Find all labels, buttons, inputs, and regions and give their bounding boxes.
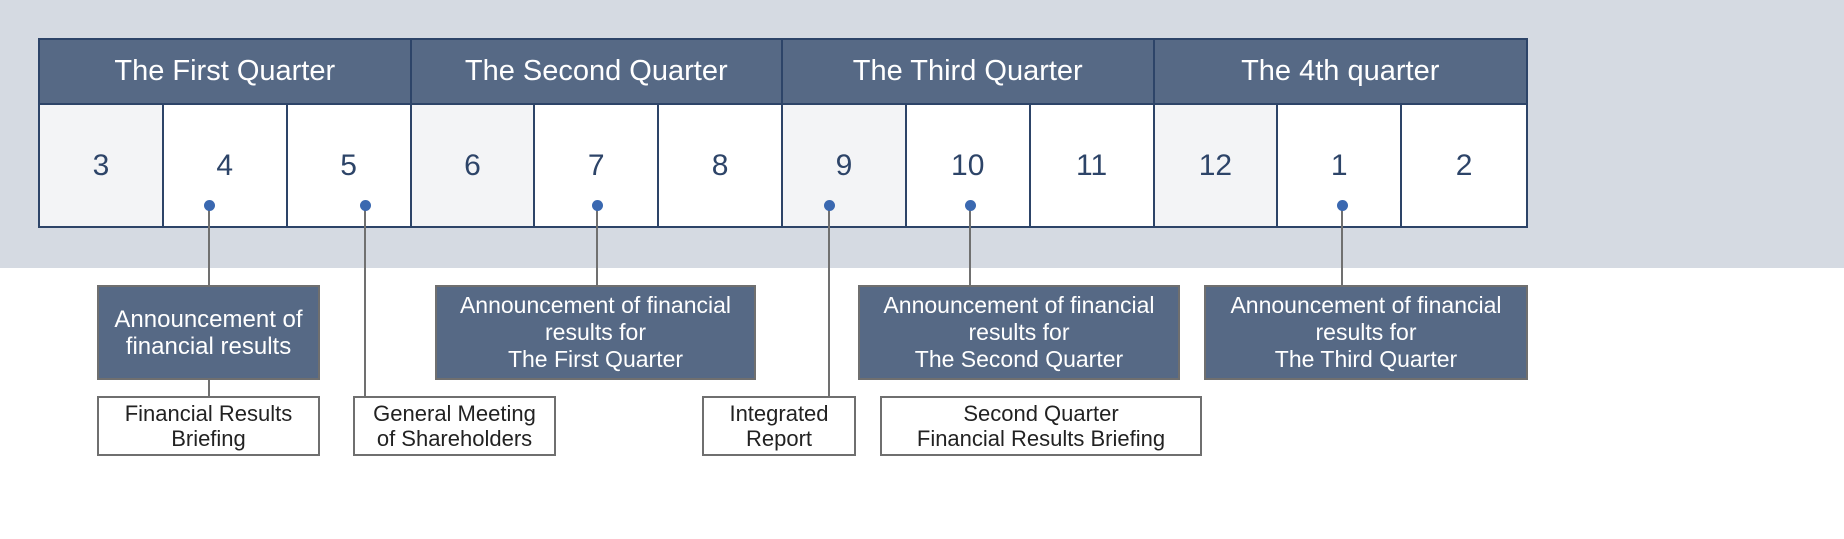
event-financial-results-briefing: Financial Results Briefing: [97, 396, 320, 456]
event-dot: [591, 200, 603, 211]
month-cell: 6: [411, 105, 536, 226]
event-dot: [964, 200, 976, 211]
month-cell: 5: [288, 105, 412, 226]
connector-line: [596, 205, 598, 285]
quarter-header-3: The Third Quarter: [783, 40, 1155, 105]
month-cell: 7: [535, 105, 660, 226]
quarter-header-1: The First Quarter: [40, 40, 412, 105]
event-general-meeting: General Meeting of Shareholders: [353, 396, 556, 456]
fiscal-calendar-table: The First Quarter The Second Quarter The…: [38, 38, 1528, 228]
month-cell: 1: [1278, 105, 1403, 226]
event-announcement-q3: Announcement of financial results for Th…: [1204, 285, 1528, 380]
event-dot: [359, 200, 371, 211]
connector-line: [969, 205, 971, 285]
event-announcement-financial-results: Announcement of financial results: [97, 285, 320, 380]
month-cell: 12: [1154, 105, 1279, 226]
month-cell: 8: [659, 105, 783, 226]
month-cell: 3: [40, 105, 164, 226]
event-announcement-q1: Announcement of financial results for Th…: [435, 285, 756, 380]
quarter-header-2: The Second Quarter: [411, 40, 783, 105]
event-dot: [1336, 200, 1348, 211]
month-cell: 9: [783, 105, 907, 226]
event-dot: [823, 200, 835, 211]
connector-line: [828, 205, 830, 396]
event-integrated-report: Integrated Report: [702, 396, 856, 456]
event-dot: [203, 200, 215, 211]
month-cell: 2: [1455, 148, 1473, 182]
month-cell: 4: [164, 105, 288, 226]
quarter-header-4: The 4th quarter: [1154, 40, 1526, 105]
connector-line: [364, 205, 366, 396]
event-q2-results-briefing: Second Quarter Financial Results Briefin…: [880, 396, 1202, 456]
event-announcement-q2: Announcement of financial results for Th…: [858, 285, 1180, 380]
month-cell: 11: [1031, 105, 1155, 226]
month-cell: 10: [907, 105, 1031, 226]
connector-line: [1341, 205, 1343, 285]
